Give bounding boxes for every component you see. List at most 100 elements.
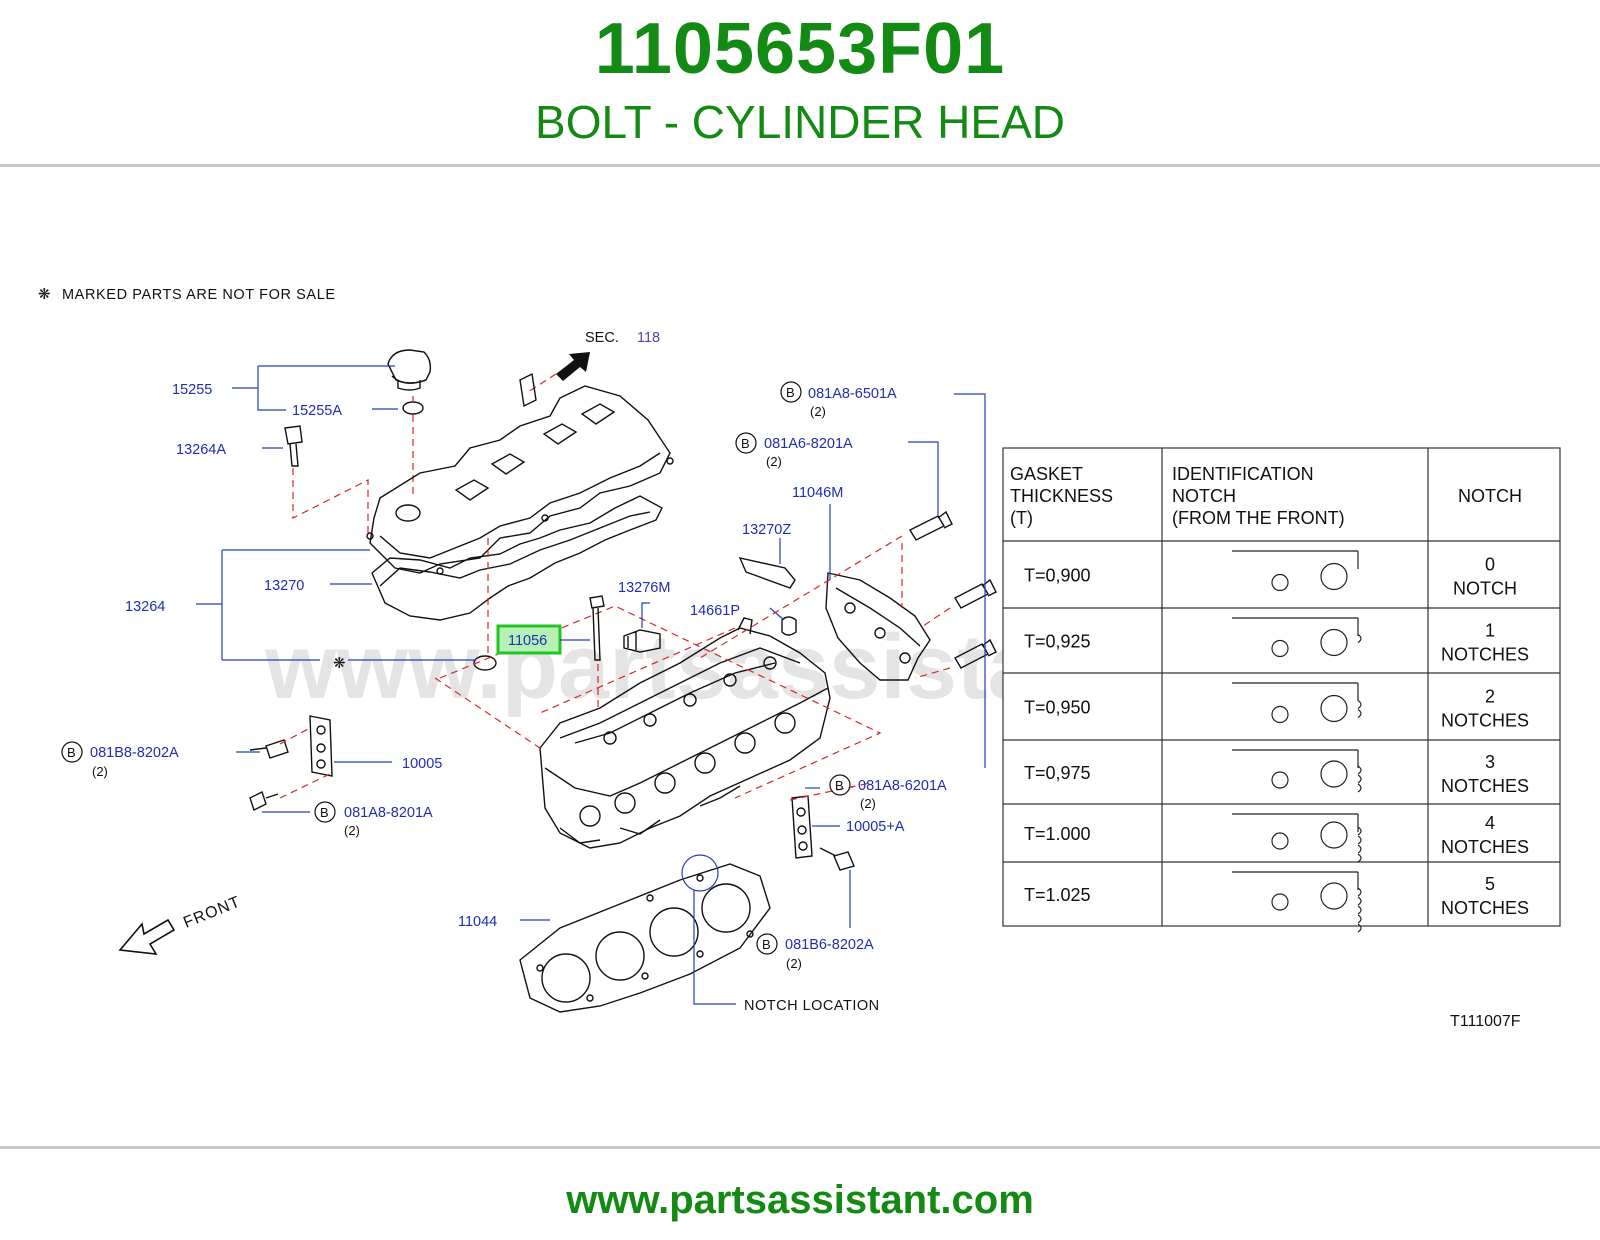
thickness-cell: T=0,950 bbox=[1024, 698, 1091, 718]
svg-text:B: B bbox=[835, 778, 844, 793]
gasket-notch-mark bbox=[1357, 853, 1362, 863]
callout-10005A[interactable]: 10005+A bbox=[846, 819, 905, 835]
header-notch-count: NOTCH bbox=[1458, 486, 1522, 506]
bolt-081B8-icon bbox=[249, 739, 289, 759]
bolt-081A8-6501A-icon bbox=[954, 578, 997, 609]
gasket-hole-small bbox=[1271, 893, 1289, 911]
leader-13276M bbox=[641, 602, 650, 628]
callout-11046M[interactable]: 11046M bbox=[792, 485, 843, 501]
callout-13264[interactable]: 13264 bbox=[125, 599, 165, 615]
bracket-dash bbox=[279, 727, 331, 799]
front-cover-icon bbox=[825, 572, 931, 681]
gasket-hole-large bbox=[1320, 628, 1348, 657]
notch-count-cell: 0 bbox=[1485, 555, 1495, 575]
header-notch: NOTCH bbox=[1172, 486, 1236, 506]
bolt-callout-081A8-8201A[interactable]: B 081A8-8201A (2) bbox=[314, 801, 433, 838]
callout-14661P[interactable]: 14661P bbox=[690, 603, 740, 619]
svg-text:B: B bbox=[67, 745, 76, 760]
section-arrow-icon bbox=[527, 352, 590, 393]
gasket-hole-small bbox=[1271, 771, 1289, 789]
part-description: BOLT - CYLINDER HEAD bbox=[535, 96, 1065, 148]
gasket-hole-small bbox=[1271, 832, 1289, 850]
notch-location-label: NOTCH LOCATION bbox=[744, 998, 880, 1014]
gasket-notch-mark bbox=[1357, 844, 1362, 854]
gasket-hole-large bbox=[1320, 821, 1348, 849]
notch-word-cell: NOTCHES bbox=[1441, 711, 1529, 731]
callout-13270[interactable]: 13270 bbox=[264, 578, 304, 594]
bolt-callout-081B6-8202A[interactable]: B 081B6-8202A (2) bbox=[756, 933, 874, 971]
svg-text:B: B bbox=[786, 385, 795, 400]
bracket-10005A-icon bbox=[791, 795, 813, 859]
cylinder-head-icon bbox=[539, 617, 831, 849]
bracket-right-dash bbox=[789, 782, 871, 801]
front-arrow-icon bbox=[118, 918, 176, 955]
bolt-081A6-icon bbox=[909, 510, 953, 541]
not-for-sale-marker: ❋ bbox=[333, 655, 346, 672]
leader-14661P bbox=[769, 607, 785, 621]
thickness-cell: T=0,900 bbox=[1024, 566, 1091, 586]
gasket-notch-mark bbox=[1357, 765, 1362, 775]
rocker-cover-gasket-icon bbox=[371, 495, 663, 621]
bolt-callout-081A8-6201A[interactable]: B 081A8-6201A (2) bbox=[829, 774, 947, 811]
gasket-notch-mark bbox=[1357, 774, 1362, 784]
header-thickness: THICKNESS bbox=[1010, 486, 1113, 506]
svg-text:(2): (2) bbox=[766, 454, 782, 469]
highlighted-part-box[interactable] bbox=[496, 624, 562, 655]
notch-word-cell: NOTCHES bbox=[1441, 645, 1529, 665]
header-from-front: (FROM THE FRONT) bbox=[1172, 508, 1345, 528]
svg-text:081B6-8202A: 081B6-8202A bbox=[785, 937, 874, 953]
svg-text:(2): (2) bbox=[860, 796, 876, 811]
svg-text:B: B bbox=[762, 937, 771, 952]
gasket-notch-mark bbox=[1357, 700, 1362, 709]
bracket-10005-icon bbox=[309, 715, 333, 777]
svg-text:081A8-6501A: 081A8-6501A bbox=[808, 386, 897, 402]
not-for-sale-note: MARKED PARTS ARE NOT FOR SALE bbox=[62, 287, 336, 303]
notch-count-cell: 2 bbox=[1485, 687, 1495, 707]
gasket-notch-mark bbox=[1357, 835, 1362, 845]
thickness-cell: T=1.025 bbox=[1024, 885, 1091, 905]
gasket-notch-mark bbox=[1357, 826, 1362, 836]
gasket-notch-mark bbox=[1357, 905, 1362, 915]
svg-text:(2): (2) bbox=[92, 764, 108, 779]
note-symbol: ❋ bbox=[38, 286, 51, 303]
bolt-081A8-6501A-lower-icon bbox=[954, 638, 997, 669]
gasket-notch-mark bbox=[1357, 887, 1362, 897]
header-identification: IDENTIFICATION bbox=[1172, 464, 1314, 484]
figure-code: T111007F bbox=[1450, 1013, 1521, 1030]
footer-url-link[interactable]: www.partsassistant.com bbox=[566, 1178, 1034, 1222]
gasket-hole-large bbox=[1320, 882, 1348, 910]
gasket-notch-mark bbox=[1357, 634, 1362, 643]
notch-word-cell: NOTCHES bbox=[1441, 898, 1529, 918]
gasket-table: GASKET THICKNESS (T) IDENTIFICATION NOTC… bbox=[1002, 447, 1561, 933]
bolt-callout-081A8-6501A[interactable]: B 081A8-6501A (2) bbox=[780, 381, 897, 419]
svg-text:(2): (2) bbox=[810, 404, 826, 419]
header-t: (T) bbox=[1010, 508, 1033, 528]
section-link-118[interactable]: 118 bbox=[637, 330, 660, 346]
callout-10005[interactable]: 10005 bbox=[402, 756, 442, 772]
gasket-notch-mark bbox=[1357, 896, 1362, 906]
header-divider bbox=[0, 164, 1600, 167]
page-header: 1105653F01 BOLT - CYLINDER HEAD bbox=[0, 0, 1600, 168]
callout-11044[interactable]: 11044 bbox=[458, 914, 497, 930]
thickness-cell: T=0,925 bbox=[1024, 632, 1091, 652]
callout-13276M[interactable]: 13276M bbox=[618, 580, 670, 596]
callout-15255A[interactable]: 15255A bbox=[292, 403, 342, 419]
bolt-callout-081A6-8201A[interactable]: B 081A6-8201A (2) bbox=[735, 432, 853, 469]
callout-11056[interactable]: 11056 bbox=[508, 633, 547, 649]
footer-divider bbox=[0, 1146, 1600, 1149]
rubber-plug-icon bbox=[473, 655, 497, 671]
head-dash-lines bbox=[434, 605, 882, 799]
gasket-hole-small bbox=[1271, 705, 1289, 724]
callout-13270Z[interactable]: 13270Z bbox=[742, 522, 791, 538]
callout-13264A[interactable]: 13264A bbox=[176, 442, 226, 458]
gasket-notch-mark bbox=[1357, 914, 1362, 924]
bolt-callout-081B8-8202A[interactable]: B 081B8-8202A (2) bbox=[61, 741, 179, 779]
svg-text:081A6-8201A: 081A6-8201A bbox=[764, 436, 853, 452]
temperature-sensor-icon bbox=[623, 629, 661, 653]
svg-text:081A8-6201A: 081A8-6201A bbox=[858, 778, 947, 794]
gasket-hole-large bbox=[1320, 562, 1348, 591]
callout-15255[interactable]: 15255 bbox=[172, 382, 212, 398]
gasket-hole-large bbox=[1320, 694, 1348, 723]
svg-text:B: B bbox=[320, 805, 329, 820]
bolt-081A8-8201A-icon bbox=[249, 791, 279, 811]
